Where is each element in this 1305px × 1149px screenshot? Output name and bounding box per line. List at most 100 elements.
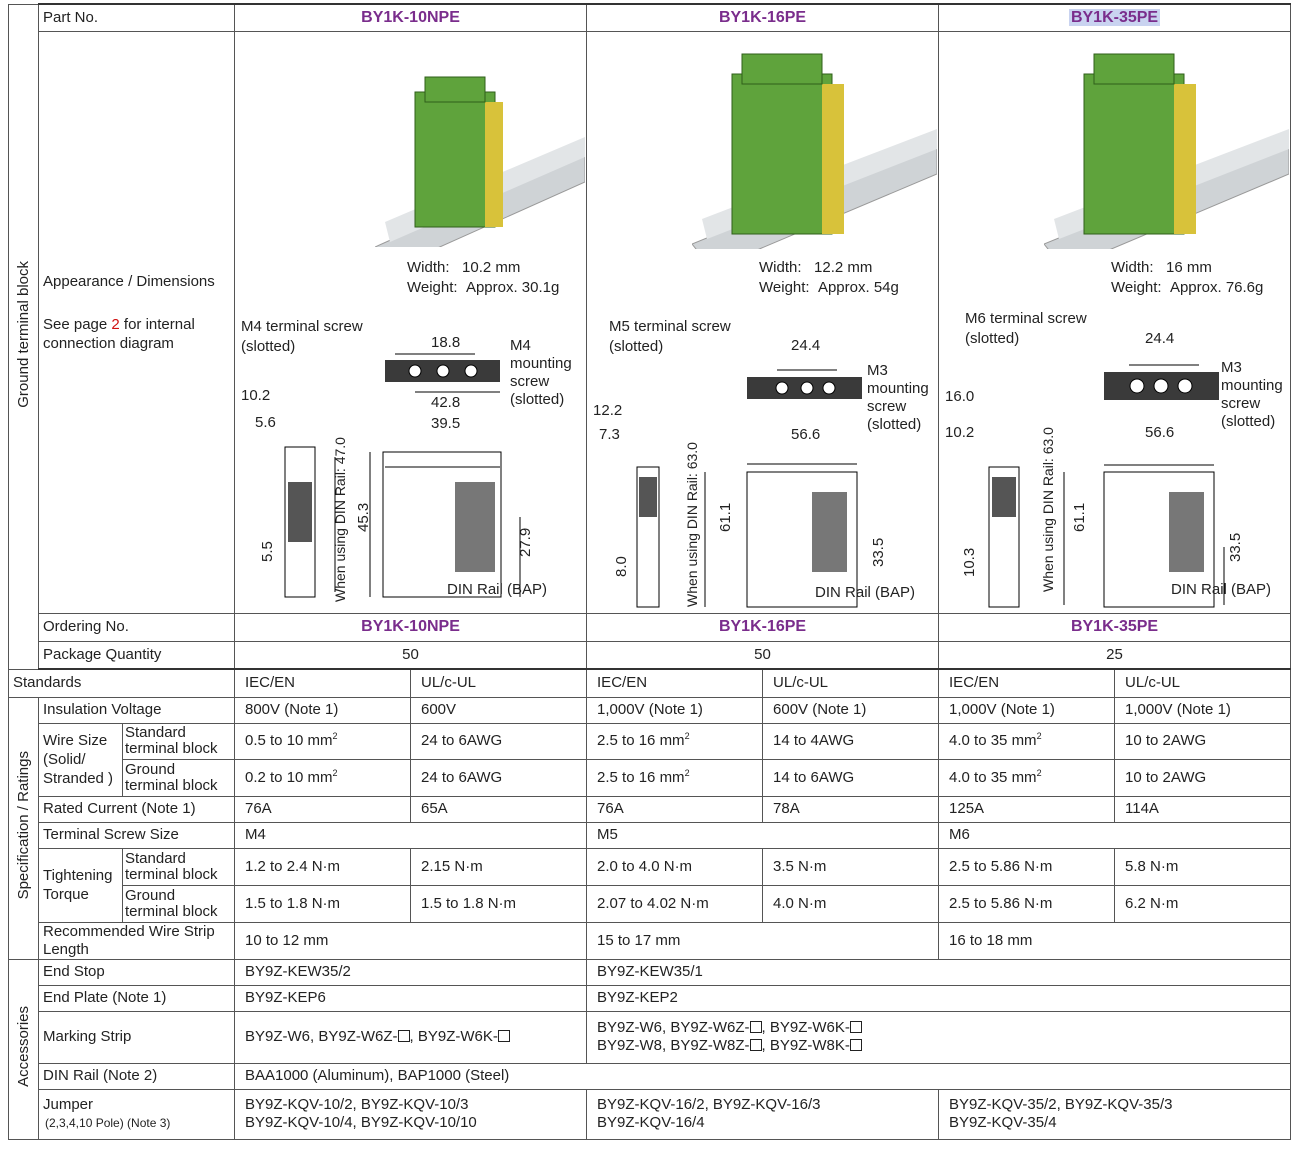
ordering-no-2: BY1K-16PE — [586, 612, 940, 642]
dim-2-a: 24.4 — [791, 336, 821, 354]
torque-std-value: 2.15 N·m — [409, 847, 588, 886]
screw-size-value: M4 — [233, 821, 588, 849]
model-header-1: BY1K-10NPE — [233, 3, 588, 32]
mount-note-3: M3 mounting screw (slotted) — [1221, 358, 1283, 430]
screw-note-1: M4 terminal screw (slotted) — [241, 317, 363, 355]
torque-gnd-label: Ground terminal block — [122, 884, 235, 923]
end-plate-label: End Plate (Note 1) — [38, 984, 235, 1012]
rated-current-label: Rated Current (Note 1) — [38, 795, 235, 823]
insulation-label: Insulation Voltage — [38, 696, 235, 724]
torque-label: Tightening Torque — [38, 847, 123, 923]
see-page-note: See page 2 for internal connection diagr… — [43, 315, 195, 352]
ordering-no-3: BY1K-35PE — [938, 612, 1292, 642]
marking-strip-value-2: BY9Z-W6, BY9Z-W6Z-, BY9Z-W6K- BY9Z-W8, B… — [586, 1010, 1292, 1064]
insulation-value: 1,000V (Note 1) — [1114, 696, 1292, 724]
wire-gnd-value: 14 to 6AWG — [762, 758, 940, 797]
package-qty-1: 50 — [233, 640, 588, 670]
strip-length-value: 10 to 12 mm — [233, 921, 588, 960]
rated-current-value: 125A — [938, 795, 1116, 823]
dim-2-g: 8.0 — [613, 555, 631, 577]
standards-label: Standards — [8, 668, 235, 698]
standard-cell: UL/c-UL — [409, 668, 588, 698]
product-cell-1: Width: 10.2 mm Weight: Approx. 30.1g M4 … — [233, 30, 588, 614]
model-header-3: BY1K-35PE — [938, 3, 1292, 32]
mount-note-2: M3 mounting screw (slotted) — [867, 361, 929, 433]
placeholder-box-icon — [397, 1030, 410, 1042]
screw-size-value: M6 — [938, 821, 1292, 849]
dimension-drawing-1 — [284, 353, 521, 597]
wire-gnd-value: 10 to 2AWG — [1114, 758, 1292, 797]
insulation-value: 600V — [409, 696, 588, 724]
product-photo-2 — [692, 53, 938, 249]
end-stop-value: BY9Z-KEW35/2 — [233, 958, 588, 986]
rated-current-value: 78A — [762, 795, 940, 823]
ordering-label: Ordering No. — [38, 612, 235, 642]
torque-std-value: 2.0 to 4.0 N·m — [586, 847, 764, 886]
strip-length-value: 16 to 18 mm — [938, 921, 1292, 960]
package-qty-2: 50 — [586, 640, 940, 670]
dim-2-b: 12.2 — [593, 401, 623, 419]
dim-3-d: 56.6 — [1145, 423, 1175, 441]
placeholder-box-icon — [749, 1039, 762, 1051]
strip-length-label: Recommended Wire Strip Length — [38, 921, 235, 960]
end-plate-value: BY9Z-KEP6 — [233, 984, 588, 1012]
product-cell-2: Width: 12.2 mm Weight: Approx. 54g M5 te… — [586, 30, 940, 614]
wire-std-value: 10 to 2AWG — [1114, 722, 1292, 760]
dim-2-e: 61.1 — [717, 502, 735, 532]
screw-size-value: M5 — [586, 821, 940, 849]
wire-gnd-value: 4.0 to 35 mm2 — [938, 758, 1116, 797]
spec-summary-2: Width: 12.2 mm Weight: Approx. 54g — [759, 258, 899, 296]
torque-std-value: 2.5 to 5.86 N·m — [938, 847, 1116, 886]
dimension-drawing-2 — [636, 369, 863, 607]
wire-std-value: 4.0 to 35 mm2 — [938, 722, 1116, 760]
torque-gnd-value: 2.07 to 4.02 N·m — [586, 884, 764, 923]
din-rail-3: DIN Rail (BAP) — [1171, 580, 1272, 598]
ground-block-label: Ground terminal block — [8, 3, 39, 670]
torque-gnd-value: 1.5 to 1.8 N·m — [234, 884, 411, 923]
package-label: Package Quantity — [38, 640, 235, 670]
rated-current-value: 114A — [1114, 795, 1292, 823]
marking-strip-value-1: BY9Z-W6, BY9Z-W6Z-, BY9Z-W6K- — [233, 1010, 588, 1064]
dim-1-a: 18.8 — [431, 333, 461, 351]
torque-gnd-value: 1.5 to 1.8 N·m — [409, 884, 588, 923]
torque-std-value: 5.8 N·m — [1114, 847, 1292, 886]
rated-current-value: 76A — [586, 795, 764, 823]
strip-length-value: 15 to 17 mm — [586, 921, 940, 960]
appearance-label-cell: Appearance / Dimensions See page 2 for i… — [38, 30, 235, 614]
dim-3-b: 16.0 — [945, 387, 975, 405]
rated-current-value: 65A — [409, 795, 588, 823]
dim-3-e: 61.1 — [1071, 502, 1089, 532]
dim-3-c: 10.2 — [945, 423, 975, 441]
din-note-3: When using DIN Rail: 63.0 — [1040, 426, 1057, 592]
wire-gnd-label: Ground terminal block — [122, 758, 235, 797]
din-note-2: When using DIN Rail: 63.0 — [684, 441, 701, 607]
placeholder-box-icon — [497, 1030, 510, 1042]
din-rail-value: BAA1000 (Aluminum), BAP1000 (Steel) — [233, 1062, 1292, 1090]
torque-gnd-value: 4.0 N·m — [762, 884, 940, 923]
marking-strip-label: Marking Strip — [38, 1010, 235, 1064]
insulation-value: 1,000V (Note 1) — [938, 696, 1116, 724]
spec-ratings-label: Specification / Ratings — [8, 696, 39, 960]
appearance-label: Appearance / Dimensions — [43, 272, 215, 290]
placeholder-box-icon — [749, 1021, 762, 1033]
insulation-value: 600V (Note 1) — [762, 696, 940, 724]
package-qty-3: 25 — [938, 640, 1292, 670]
placeholder-box-icon — [849, 1021, 862, 1033]
dim-3-a: 24.4 — [1145, 329, 1175, 347]
standard-cell: IEC/EN — [586, 668, 764, 698]
dim-2-d: 56.6 — [791, 425, 821, 443]
dim-3-g: 10.3 — [961, 547, 979, 577]
wire-gnd-value: 2.5 to 16 mm2 — [586, 758, 764, 797]
spec-summary-1: Width: 10.2 mm Weight: Approx. 30.1g — [407, 258, 560, 296]
standard-cell: UL/c-UL — [762, 668, 940, 698]
dim-1-f: 45.3 — [355, 502, 372, 532]
rated-current-value: 76A — [234, 795, 411, 823]
din-rail-label: DIN Rail (Note 2) — [38, 1062, 235, 1090]
din-note-1: When using DIN Rail: 47.0 — [332, 436, 348, 602]
dim-3-f: 33.5 — [1227, 532, 1245, 562]
accessories-label: Accessories — [8, 958, 39, 1140]
page-link[interactable]: 2 — [111, 315, 120, 333]
torque-gnd-value: 6.2 N·m — [1114, 884, 1292, 923]
